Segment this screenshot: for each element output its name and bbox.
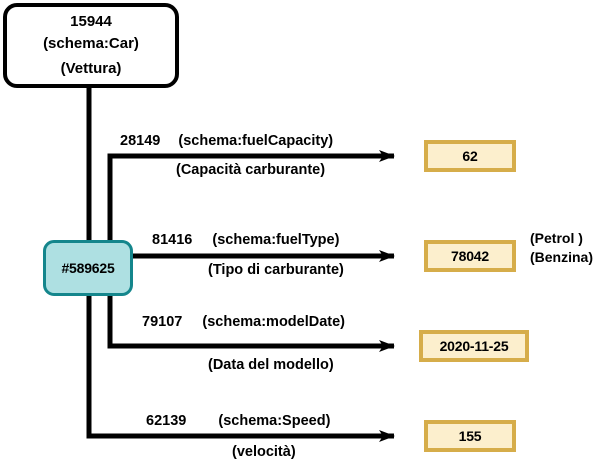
blank-node-id: #589625 xyxy=(61,260,115,276)
value-box-fueltype[interactable]: 78042 xyxy=(424,240,516,272)
edge-property-id-fueltype: 81416 xyxy=(152,232,193,248)
edge-label-speed: 62139 (schema:Speed) xyxy=(146,413,330,430)
edge-property-it-speed: (velocità) xyxy=(232,444,296,460)
edge-label-fueltype: 81416 (schema:fuelType) xyxy=(152,232,339,249)
edge-property-id-fuelcapacity: 28149 xyxy=(120,133,161,149)
value-fuelcapacity: 62 xyxy=(462,148,478,164)
value-box-speed[interactable]: 155 xyxy=(424,420,516,452)
subject-node-label-it: (Vettura) xyxy=(60,60,122,78)
edge-label-modeldate: 79107 (schema:modelDate) xyxy=(142,314,345,331)
value-box-modeldate[interactable]: 2020-11-25 xyxy=(419,330,529,362)
value-modeldate: 2020-11-25 xyxy=(439,338,509,354)
edge-property-it-fueltype: (Tipo di carburante) xyxy=(208,262,344,278)
edge-property-id-modeldate: 79107 xyxy=(142,314,183,330)
edge-property-id-speed: 62139 xyxy=(146,413,187,429)
edge-label-it-fueltype: (Tipo di carburante) xyxy=(208,262,344,279)
edge-property-name-fuelcapacity: (schema:fuelCapacity) xyxy=(178,133,334,149)
annotation-fueltype-it: (Benzina) xyxy=(530,248,593,265)
edge-property-name-fueltype: (schema:fuelType) xyxy=(212,232,340,248)
subject-node-id: 15944 xyxy=(70,12,112,30)
value-speed: 155 xyxy=(458,428,482,444)
edge-property-name-speed: (schema:Speed) xyxy=(218,413,331,429)
blank-node[interactable]: #589625 xyxy=(43,240,133,296)
edge-property-name-modeldate: (schema:modelDate) xyxy=(202,314,346,330)
value-box-fuelcapacity[interactable]: 62 xyxy=(424,140,516,172)
edge-label-it-fuelcapacity: (Capacità carburante) xyxy=(176,162,325,179)
annotation-fueltype-en: (Petrol ) xyxy=(530,230,583,246)
edge-label-fuelcapacity: 28149 (schema:fuelCapacity) xyxy=(120,133,333,150)
edge-label-it-modeldate: (Data del modello) xyxy=(208,357,334,374)
edge-property-it-fuelcapacity: (Capacità carburante) xyxy=(176,162,326,178)
subject-node-label-en: (schema:Car) xyxy=(43,34,139,52)
edge-property-it-modeldate: (Data del modello) xyxy=(208,357,334,373)
subject-node-car[interactable]: 15944 (schema:Car) (Vettura) xyxy=(3,3,179,88)
annotation-fueltype: (Petrol ) (Benzina) xyxy=(530,229,593,267)
edge-label-it-speed: (velocità) xyxy=(232,444,296,461)
value-fueltype: 78042 xyxy=(451,248,489,264)
